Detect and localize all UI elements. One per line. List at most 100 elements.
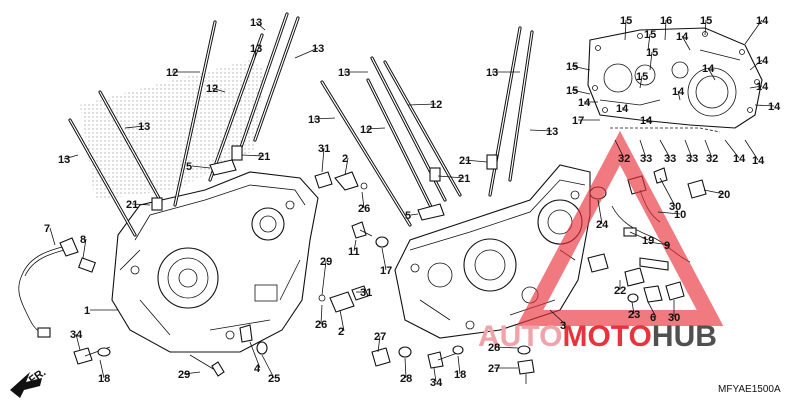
stud-bolts-left (68, 12, 300, 237)
callout-number-10: 10 (674, 209, 686, 221)
callout-leader-line (707, 67, 716, 81)
callout-leader-line (659, 139, 671, 159)
callout-leader-line (744, 19, 763, 45)
callout-leader-line (647, 33, 651, 51)
callout-leader-line (647, 241, 671, 246)
callout-leader-line (703, 189, 725, 195)
right-side-sensors (587, 167, 707, 303)
callout-number-14: 14 (578, 97, 591, 109)
callout-number-15: 15 (646, 47, 658, 59)
callout-leader-line (647, 301, 657, 318)
callout-number-14: 14 (752, 155, 765, 167)
callout-number-13: 13 (138, 121, 150, 133)
callout-leader-line (191, 165, 211, 169)
callout-number-15: 15 (700, 15, 712, 27)
callout-number-14: 14 (756, 55, 769, 67)
callout-leader-line (549, 309, 567, 326)
callout-leader-line (629, 231, 649, 241)
callout-leader-line (684, 139, 693, 159)
callout-leader-line (261, 354, 275, 379)
callout-number-1: 1 (84, 305, 90, 317)
callout-number-13: 13 (250, 17, 262, 29)
reference-code: MFYAE1500A (718, 384, 781, 395)
left-crankcase-half (111, 171, 319, 353)
callout-leader-line (433, 367, 437, 383)
callout-leader-line (361, 191, 365, 209)
callout-leader-line (241, 154, 265, 157)
callout-number-30: 30 (668, 312, 680, 324)
callout-leader-line (645, 117, 651, 121)
callout-number-15: 15 (566, 85, 578, 97)
callout-number-33: 33 (686, 153, 698, 165)
callout-leader-line (321, 147, 325, 173)
callout-number-21: 21 (258, 151, 270, 163)
callout-number-13: 13 (546, 126, 558, 138)
callout-leader-line (639, 75, 643, 89)
watermark-triangle (516, 130, 724, 326)
callout-number-18: 18 (454, 369, 466, 381)
callout-leader-line (681, 35, 691, 51)
callout-leader-line (657, 211, 681, 215)
callout-number-15: 15 (620, 15, 632, 27)
callout-leader-line (211, 87, 226, 93)
callout-number-2: 2 (338, 326, 344, 338)
callout-number-16: 16 (660, 15, 672, 27)
callout-number-21: 21 (458, 173, 470, 185)
callout-leader-line (529, 129, 553, 132)
callout-number-34: 34 (430, 377, 443, 389)
front-direction-arrow (10, 372, 42, 398)
callout-leader-line (320, 304, 323, 325)
callout-number-13: 13 (312, 43, 324, 55)
callout-leader-line (353, 239, 357, 252)
callout-number-28: 28 (400, 373, 412, 385)
callout-number-26: 26 (315, 319, 327, 331)
callout-number-32: 32 (706, 153, 718, 165)
callout-leader-line (724, 139, 740, 159)
callout-number-24: 24 (596, 219, 609, 231)
callout-leader-line (365, 127, 386, 130)
callout-leader-line (493, 346, 519, 349)
callout-number-15: 15 (636, 71, 648, 83)
callout-number-14: 14 (616, 103, 629, 115)
callout-number-30: 30 (669, 201, 681, 213)
callout-number-7: 7 (44, 223, 50, 235)
bolts-lower-left (73, 324, 268, 377)
callout-leader-line (614, 139, 625, 159)
callout-leader-line (677, 90, 681, 101)
callout-number-14: 14 (756, 81, 769, 93)
callout-leader-line (344, 157, 349, 176)
callout-leader-line (321, 260, 327, 296)
stud-bolts-right (320, 26, 534, 227)
callout-leader-line (704, 139, 713, 159)
callout-leader-line (639, 139, 647, 159)
callout-number-17: 17 (380, 265, 392, 277)
callout-leader-line (183, 371, 201, 375)
callout-leader-line (82, 238, 87, 259)
callout-number-14: 14 (676, 31, 689, 43)
watermark-logo-part3: HUB (652, 320, 717, 353)
callout-number-5: 5 (186, 161, 192, 173)
callout-number-13: 13 (58, 154, 70, 166)
watermark-logo: AUTOMOTOHUB (478, 320, 717, 353)
callout-number-27: 27 (488, 363, 500, 375)
callout-leader-line (377, 335, 381, 353)
callout-leader-line (597, 199, 603, 225)
callout-number-29: 29 (178, 369, 190, 381)
callout-leader-line (63, 154, 79, 160)
callout-number-13: 13 (486, 67, 498, 79)
callout-number-3: 3 (560, 320, 566, 332)
callout-number-31: 31 (360, 287, 372, 299)
callout-number-22: 22 (614, 285, 626, 297)
dowel-pin-21 (231, 145, 243, 161)
callout-number-26: 26 (358, 203, 370, 215)
callout-leader-line (749, 85, 763, 89)
callout-leader-line (404, 357, 407, 379)
callout-leader-line (255, 21, 266, 31)
callout-number-11: 11 (348, 246, 360, 258)
callout-number-14: 14 (756, 15, 769, 27)
callout-leader-line (99, 359, 105, 379)
callout-leader-line (254, 47, 257, 59)
callout-number-32: 32 (618, 153, 630, 165)
